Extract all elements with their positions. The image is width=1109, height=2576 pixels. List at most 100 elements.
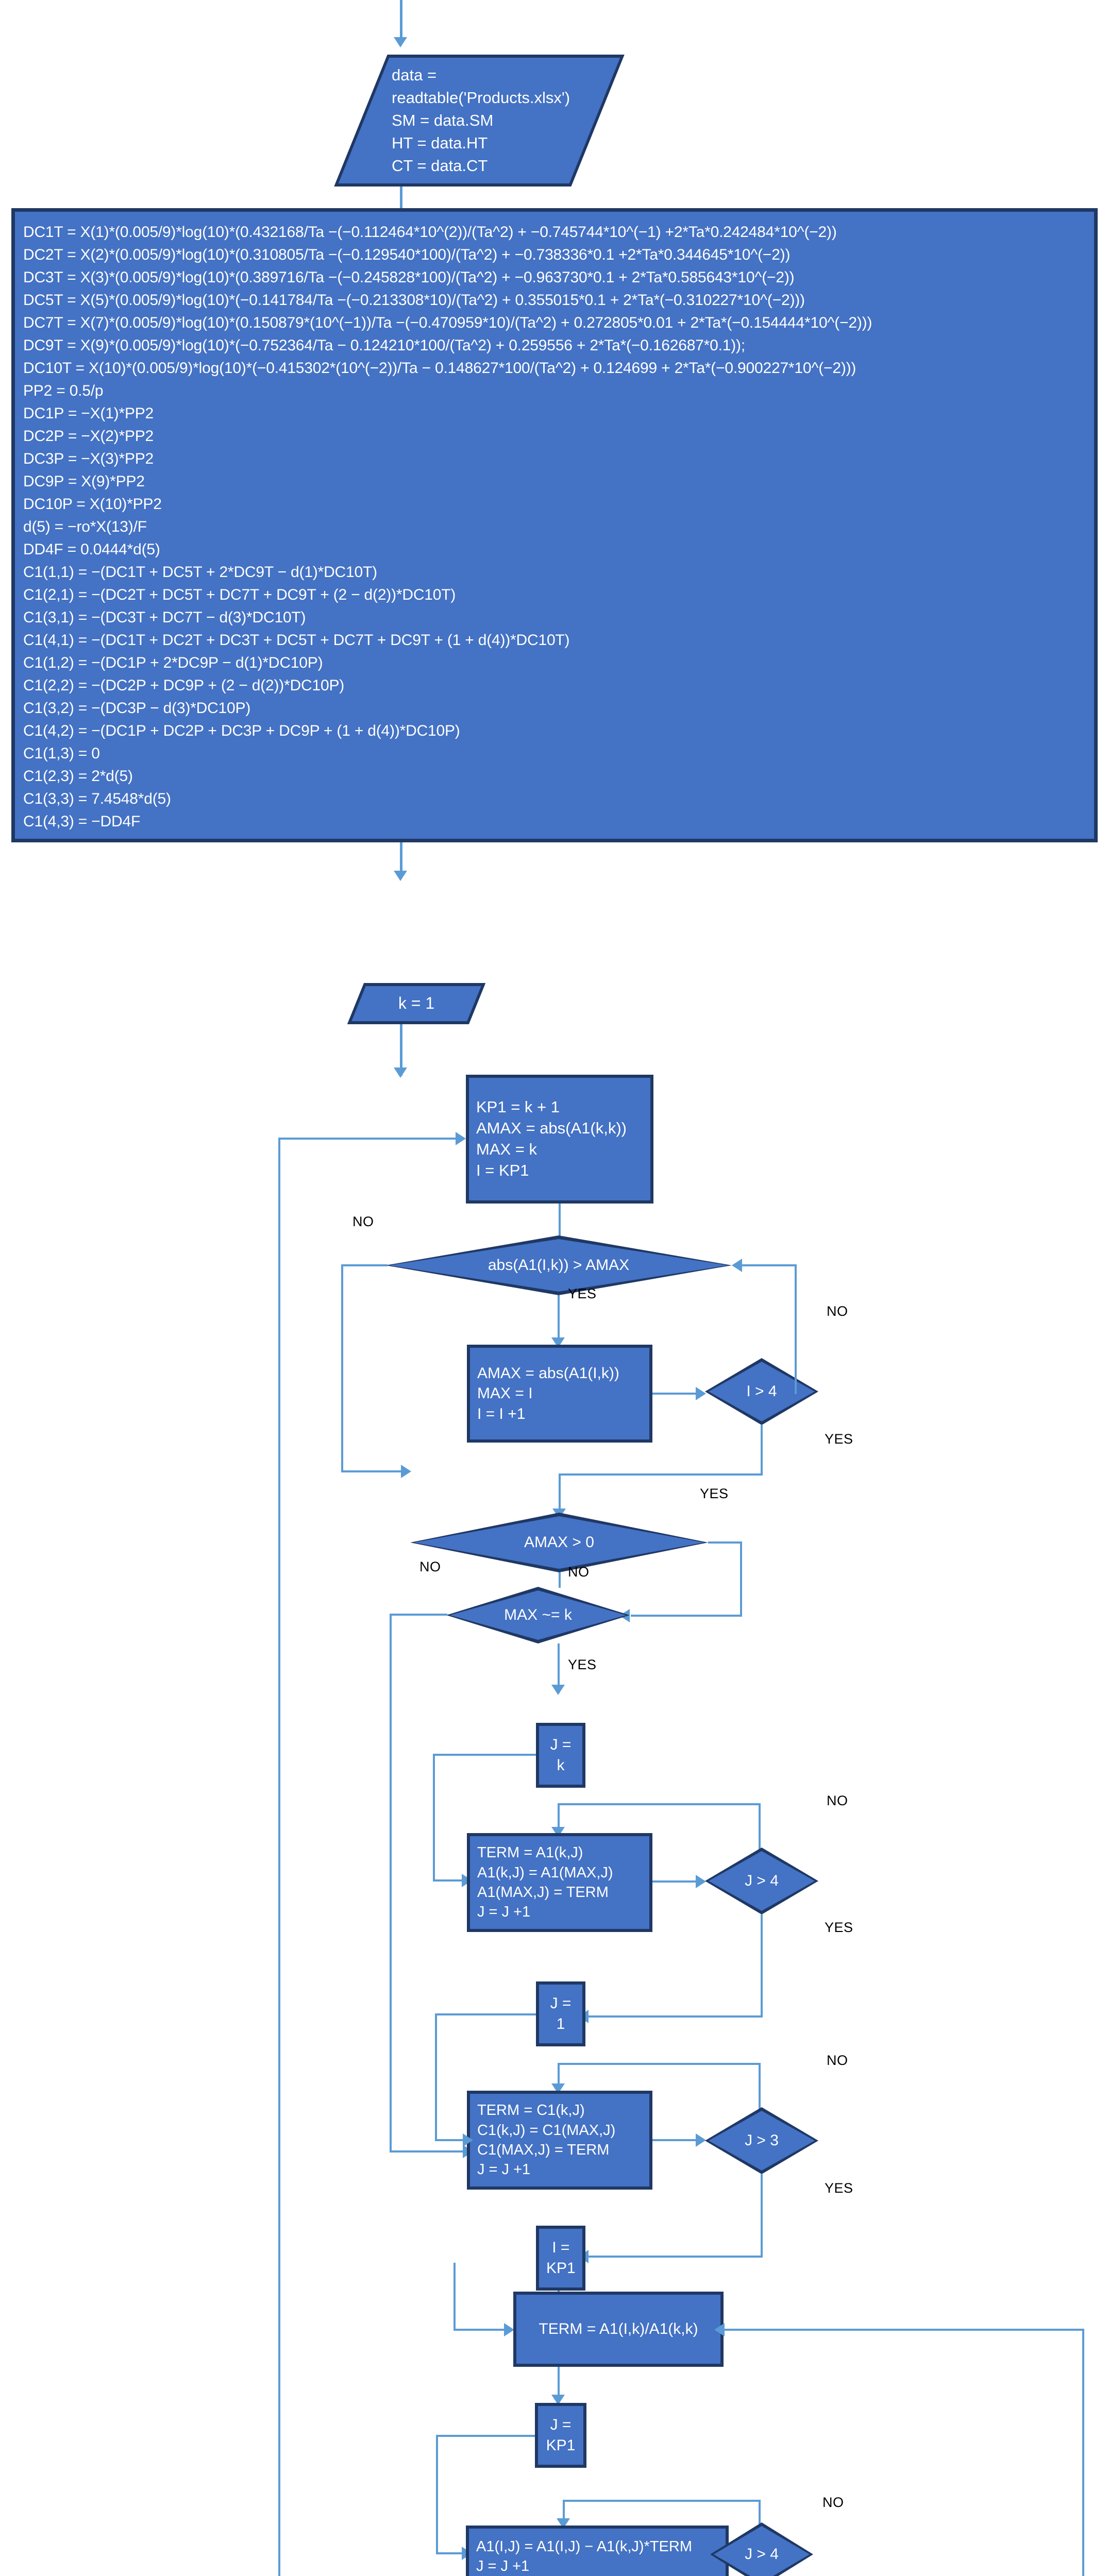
label-jgt3swapC-yes: YES bbox=[825, 2180, 853, 2196]
connector-amax-no bbox=[559, 1572, 561, 1588]
formula-line: C1(4,3) = −DD4F bbox=[23, 813, 141, 830]
node-kp1-block: KP1 = k + 1 AMAX = abs(A1(k,k)) MAX = k … bbox=[466, 1075, 653, 1204]
formula-lines: DC1T = X(1)*(0.005/9)*log(10)*(0.432168/… bbox=[23, 221, 1086, 833]
connector-maxnek-no-left bbox=[390, 1614, 447, 1616]
connector-jgt3swapC-yes-down bbox=[761, 2174, 763, 2258]
formula-line: DC1P = −X(1)*PP2 bbox=[23, 405, 154, 422]
connector-jgt3swapC-yes-left bbox=[589, 2256, 763, 2258]
label-maxnek-yes: YES bbox=[568, 1657, 597, 1672]
label-abs-yes: YES bbox=[568, 1286, 597, 1301]
node-j-eq-1-a: J = 1 bbox=[536, 1981, 585, 2046]
connector-jgt4swapA-yes-left bbox=[587, 2015, 763, 2018]
connector-jgt4swapA-yes-down bbox=[761, 1914, 763, 2018]
formula-line: DC1T = X(1)*(0.005/9)*log(10)*(0.432168/… bbox=[23, 224, 837, 241]
formula-line: DC7T = X(7)*(0.005/9)*log(10)*(0.150879*… bbox=[23, 314, 872, 331]
connector-maxnek-yes bbox=[558, 1643, 560, 1693]
decision-amax-gt-0: AMAX > 0 bbox=[410, 1513, 708, 1572]
decision-j-gt-3-swap-c1: J > 3 bbox=[705, 2107, 818, 2174]
node-j-eq-kp1: J = KP1 bbox=[535, 2403, 586, 2468]
arrowhead-entry-top bbox=[394, 37, 407, 47]
formula-line: C1(1,3) = 0 bbox=[23, 745, 100, 762]
connector-maxnek-no-down bbox=[390, 1614, 392, 2153]
connector-formula-to-k1 bbox=[400, 842, 402, 873]
arrowhead-k1 bbox=[394, 871, 407, 881]
label-amax-yes: YES bbox=[700, 1486, 729, 1501]
decision-abs-gt-amax: abs(A1(I,k)) > AMAX bbox=[385, 1235, 732, 1295]
node-term-ratio: TERM = A1(I,k)/A1(k,k) bbox=[513, 2292, 724, 2367]
arrowhead-jeqk bbox=[551, 1685, 565, 1695]
arrowhead-term-right bbox=[714, 2323, 725, 2336]
connector-jgt3swapC-no-up bbox=[759, 2063, 761, 2117]
formula-line: DC9P = X(9)*PP2 bbox=[23, 473, 145, 490]
connector-jeqk-left bbox=[433, 1754, 536, 1756]
node-j-eq-k: J = k bbox=[536, 1723, 585, 1788]
arrowhead-kp1 bbox=[394, 1067, 407, 1078]
connector-swapc-to-jgt3 bbox=[652, 2139, 700, 2141]
node-elim-a1: A1(I,J) = A1(I,J) − A1(k,J)*TERM J = J +… bbox=[466, 2526, 729, 2576]
formula-line: C1(2,2) = −(DC2P + DC9P + (2 − d(2))*DC1… bbox=[23, 677, 345, 694]
formula-line: DC2P = −X(2)*PP2 bbox=[23, 428, 154, 445]
label-igt4top-no: NO bbox=[827, 1303, 848, 1319]
connector-igt4top-yes-todown bbox=[559, 1473, 561, 1517]
formula-line: C1(3,1) = −(DC3T + DC7T − d(3)*DC10T) bbox=[23, 609, 306, 626]
node-amax-update: AMAX = abs(A1(I,k)) MAX = I I = I +1 bbox=[467, 1345, 652, 1443]
arrowhead-jgt3swapC bbox=[696, 2133, 706, 2147]
connector-abs-no-into-amax bbox=[341, 1470, 403, 1472]
formula-line: DC5T = X(5)*(0.005/9)*log(10)*(−0.141784… bbox=[23, 292, 805, 309]
decision-j-gt-4-elim-a1: J > 4 bbox=[710, 2522, 813, 2576]
connector-igt4top-yes-left bbox=[559, 1473, 763, 1476]
label-jgt4elimA-no: NO bbox=[822, 2495, 844, 2510]
formula-line: DC2T = X(2)*(0.005/9)*log(10)*(0.310805/… bbox=[23, 246, 791, 263]
connector-elima-topfeed-left bbox=[563, 2500, 761, 2502]
formula-line: DD4F = 0.0444*d(5) bbox=[23, 541, 160, 558]
formula-block: DC1T = X(1)*(0.005/9)*log(10)*(0.432168/… bbox=[11, 208, 1098, 842]
node-i-eq-kp1: I = KP1 bbox=[536, 2226, 585, 2291]
formula-line: C1(1,1) = −(DC1T + DC5T + 2*DC9T − d(1)*… bbox=[23, 564, 377, 581]
connector-swapc-topfeed-left bbox=[558, 2063, 761, 2065]
formula-line: C1(1,2) = −(DC1P + 2*DC9P − d(1)*DC10P) bbox=[23, 654, 323, 671]
arrowhead-abs-right bbox=[732, 1259, 742, 1272]
connector-input-to-formula bbox=[400, 187, 402, 209]
formula-line: d(5) = −ro*X(13)/F bbox=[23, 518, 147, 535]
connector-igt4top-no-up bbox=[795, 1264, 797, 1394]
label-maxnek-no: NO bbox=[419, 1559, 441, 1574]
label-igt4top-yes: YES bbox=[825, 1431, 853, 1447]
formula-line: DC3T = X(3)*(0.005/9)*log(10)*(0.389716/… bbox=[23, 269, 795, 286]
connector-term-to-jkp1 bbox=[558, 2367, 560, 2403]
formula-line: C1(3,2) = −(DC3P − d(3)*DC10P) bbox=[23, 700, 251, 717]
node-input-data: data = readtable('Products.xlsx') SM = d… bbox=[334, 55, 625, 187]
connector-kgt3-no-into-kp1 bbox=[278, 1138, 458, 1140]
connector-igt4top-no-left bbox=[742, 1264, 796, 1266]
formula-line: PP2 = 0.5/p bbox=[23, 382, 104, 399]
connector-jkp1-left bbox=[436, 2435, 535, 2437]
connector-jeq1a-left bbox=[435, 2013, 536, 2015]
connector-jgt4swapA-no-up bbox=[759, 1803, 761, 1858]
connector-entry-top bbox=[400, 0, 402, 41]
formula-line: C1(4,2) = −(DC1P + DC2P + DC3P + DC9P + … bbox=[23, 722, 460, 739]
connector-jeqk-down bbox=[433, 1754, 435, 1882]
connector-maxnek-no-into-ikp1 bbox=[390, 2150, 467, 2153]
connector-jeq1a-into-swapc bbox=[435, 2139, 467, 2141]
formula-line: DC3P = −X(3)*PP2 bbox=[23, 450, 154, 467]
formula-line: DC10P = X(10)*PP2 bbox=[23, 496, 162, 513]
connector-term-left-riser bbox=[453, 2263, 456, 2330]
connector-k1-to-kp1 bbox=[400, 1024, 402, 1076]
connector-elima-topfeed-down bbox=[563, 2500, 565, 2527]
connector-amax-yes-down bbox=[740, 1541, 742, 1617]
formula-line: C1(2,3) = 2*d(5) bbox=[23, 768, 133, 785]
connector-kp1-to-absdec bbox=[559, 1204, 561, 1248]
connector-abs-no-out bbox=[341, 1264, 388, 1266]
arrowhead-swapc-left bbox=[463, 2133, 473, 2147]
node-swap-c1: TERM = C1(k,J) C1(k,J) = C1(MAX,J) C1(MA… bbox=[467, 2091, 652, 2190]
connector-abs-no-down bbox=[341, 1264, 343, 1472]
connector-term-left-feed bbox=[453, 2329, 508, 2331]
arrowhead-igt4-top bbox=[696, 1387, 706, 1400]
connector-amaxupdate-to-igt4 bbox=[652, 1393, 700, 1395]
label-jgt4swapA-yes: YES bbox=[825, 1920, 853, 1935]
decision-i-gt-4-top: I > 4 bbox=[705, 1358, 818, 1425]
formula-line: DC9T = X(9)*(0.005/9)*log(10)*(−0.752364… bbox=[23, 337, 745, 354]
formula-line: C1(3,3) = 7.4548*d(5) bbox=[23, 790, 171, 807]
connector-jkp1-into-elima bbox=[436, 2552, 465, 2554]
connector-abs-yes bbox=[558, 1295, 560, 1345]
